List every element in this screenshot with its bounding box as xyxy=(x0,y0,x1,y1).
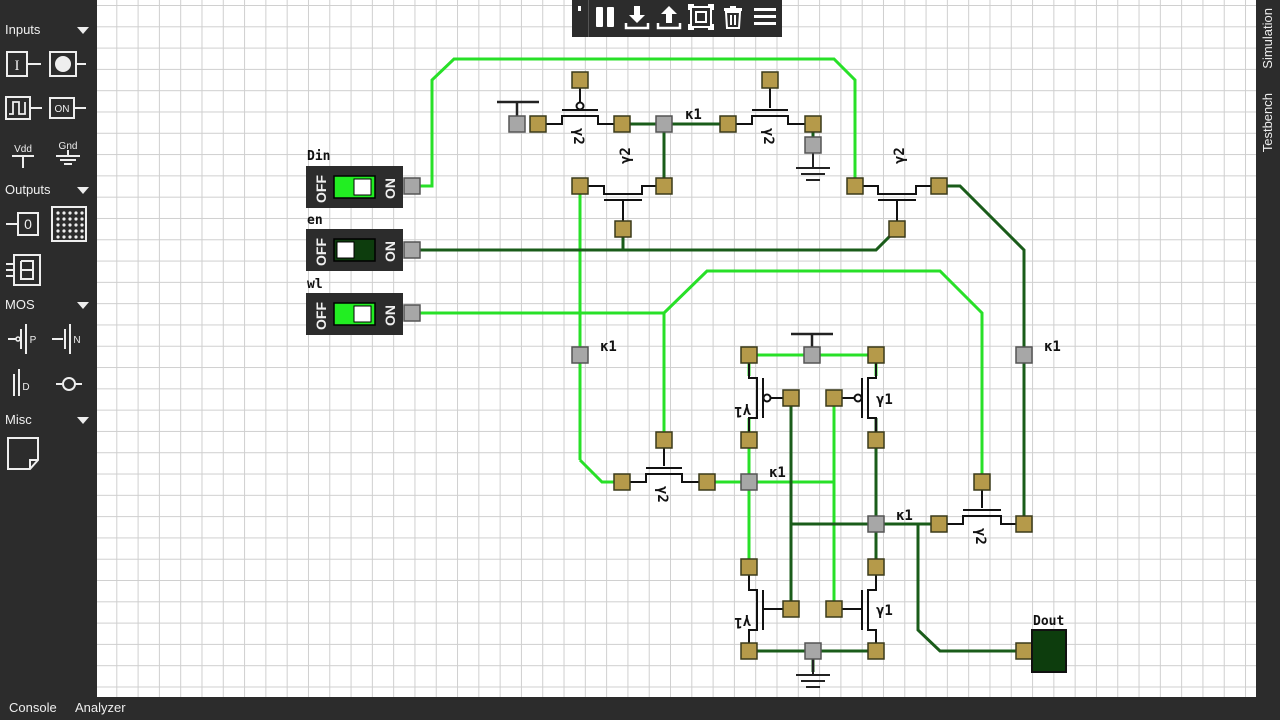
transistor-label: γ2 xyxy=(760,128,776,145)
transistor-labels: γ2 γ2 γ2 γ2 γ2 γ2 γ1 γ1 γ1 γ1 xyxy=(570,128,988,630)
transistor-label: γ2 xyxy=(570,128,586,145)
switch-on-label: ON xyxy=(382,178,398,199)
junction-nodes xyxy=(404,116,1032,659)
transistor-label: γ1 xyxy=(734,403,751,419)
input-switch-en[interactable]: en OFF ON xyxy=(306,213,403,271)
transistor-label: γ1 xyxy=(876,392,893,408)
right-tab-strip: Simulation Testbench xyxy=(1256,0,1280,697)
transistor-label: γ2 xyxy=(618,147,634,164)
menu-icon[interactable] xyxy=(752,4,778,30)
switch-name: Din xyxy=(307,149,330,164)
switch-off-label: OFF xyxy=(313,238,329,266)
tab-testbench[interactable]: Testbench xyxy=(1260,93,1275,152)
node-label: κ1 xyxy=(769,465,786,481)
low-wires xyxy=(412,124,1024,672)
transistor-label: γ1 xyxy=(734,614,751,630)
switch-name: en xyxy=(307,213,323,228)
circuit-diagram: γ2 γ2 γ2 γ2 γ2 γ2 γ1 γ1 γ1 γ1 κ1 κ1 κ1 κ… xyxy=(0,0,1256,697)
upload-icon[interactable] xyxy=(656,4,682,30)
output-name: Dout xyxy=(1033,614,1064,629)
high-wires xyxy=(412,59,982,609)
transistor-bodies xyxy=(546,88,1016,643)
node-label: κ1 xyxy=(600,339,617,355)
node-labels: κ1 κ1 κ1 κ1 κ1 xyxy=(600,107,1061,524)
node-label: κ1 xyxy=(1044,339,1061,355)
switch-off-label: OFF xyxy=(313,175,329,203)
output-dout[interactable]: Dout xyxy=(1032,614,1066,672)
switch-off-label: OFF xyxy=(313,302,329,330)
transistor-label: γ2 xyxy=(972,528,988,545)
download-icon[interactable] xyxy=(624,4,650,30)
node-label: κ1 xyxy=(685,107,702,123)
tab-analyzer[interactable]: Analyzer xyxy=(75,700,126,715)
gnd-symbols xyxy=(796,153,830,687)
fit-view-icon[interactable] xyxy=(688,4,714,30)
terminal-pins xyxy=(530,72,1032,659)
switch-name: wl xyxy=(307,277,323,292)
bottom-tab-bar: Console Analyzer xyxy=(0,697,1280,720)
pause-icon[interactable] xyxy=(592,4,618,30)
input-switch-din[interactable]: Din OFF ON xyxy=(306,149,403,208)
transistor-label: γ1 xyxy=(876,603,893,619)
simulation-toolbar xyxy=(572,0,782,37)
drag-handle-icon[interactable] xyxy=(578,6,581,11)
transistor-label: γ2 xyxy=(654,486,670,503)
switch-on-label: ON xyxy=(382,241,398,262)
node-label: κ1 xyxy=(896,508,913,524)
switch-on-label: ON xyxy=(382,305,398,326)
input-switch-wl[interactable]: wl OFF ON xyxy=(306,277,403,335)
transistor-label: γ2 xyxy=(892,147,908,164)
tab-simulation[interactable]: Simulation xyxy=(1260,8,1275,69)
trash-icon[interactable] xyxy=(720,4,746,30)
tab-console[interactable]: Console xyxy=(9,700,57,715)
